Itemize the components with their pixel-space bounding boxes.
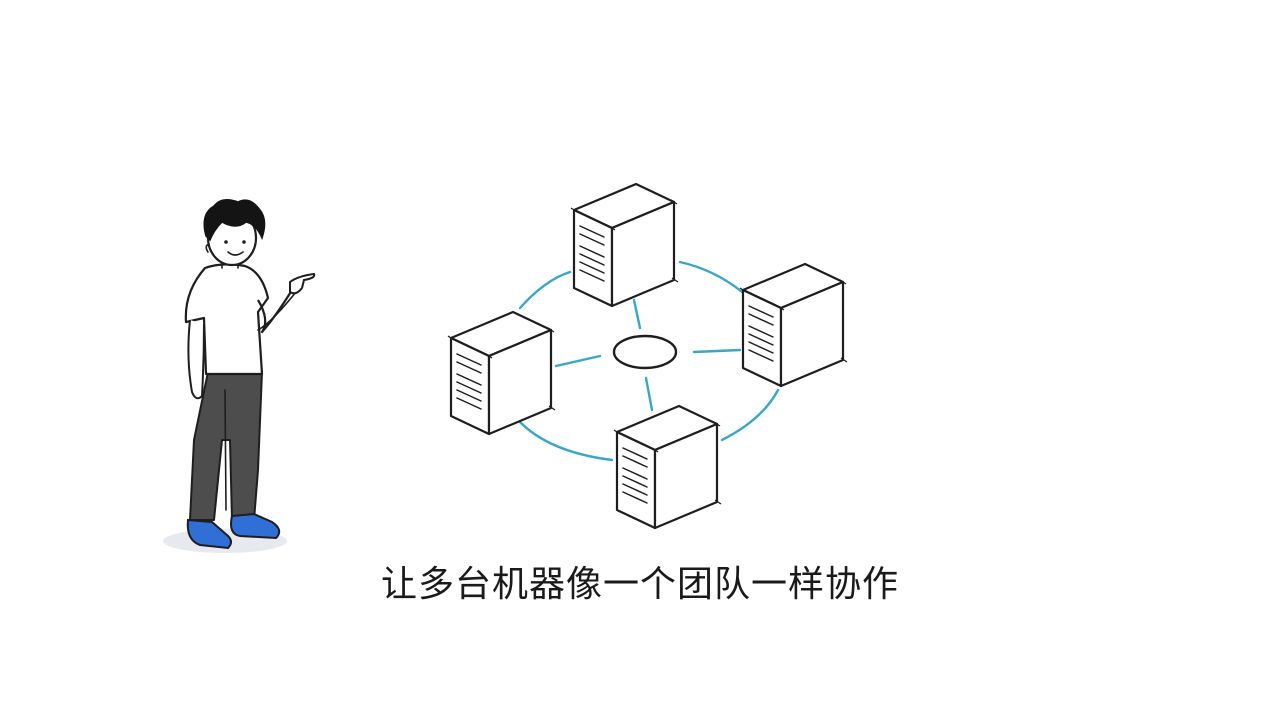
person-figure xyxy=(163,199,316,553)
hub-node xyxy=(612,334,678,370)
ring-segment-bottom-left xyxy=(516,418,614,462)
spoke-bottom xyxy=(644,376,654,412)
right-shoe xyxy=(230,512,281,540)
forearm-line xyxy=(257,291,297,331)
right-eye xyxy=(242,240,246,244)
left-shoe xyxy=(186,518,232,550)
ring-segment-bottom-right xyxy=(720,388,780,442)
right-arm xyxy=(257,285,301,334)
spoke-left xyxy=(554,354,602,368)
spoke-right xyxy=(692,348,742,354)
caption-text: 让多台机器像一个团队一样协作 xyxy=(380,564,899,605)
hair xyxy=(203,199,266,242)
smile xyxy=(227,251,244,256)
pointing-hand xyxy=(289,272,316,295)
ear xyxy=(205,243,210,253)
spoke-top xyxy=(632,298,642,330)
server-icon-left xyxy=(446,310,557,436)
network-connections xyxy=(516,260,780,462)
pants-seam xyxy=(224,389,227,511)
left-arm xyxy=(187,319,205,400)
server-icon-bottom xyxy=(612,404,723,530)
left-eye xyxy=(224,240,228,244)
server-icon-top xyxy=(569,182,680,308)
ring-segment-top-right xyxy=(678,260,744,294)
ring-segment-top-left xyxy=(518,270,572,310)
server-icon-right xyxy=(738,262,849,388)
pants xyxy=(189,371,263,521)
